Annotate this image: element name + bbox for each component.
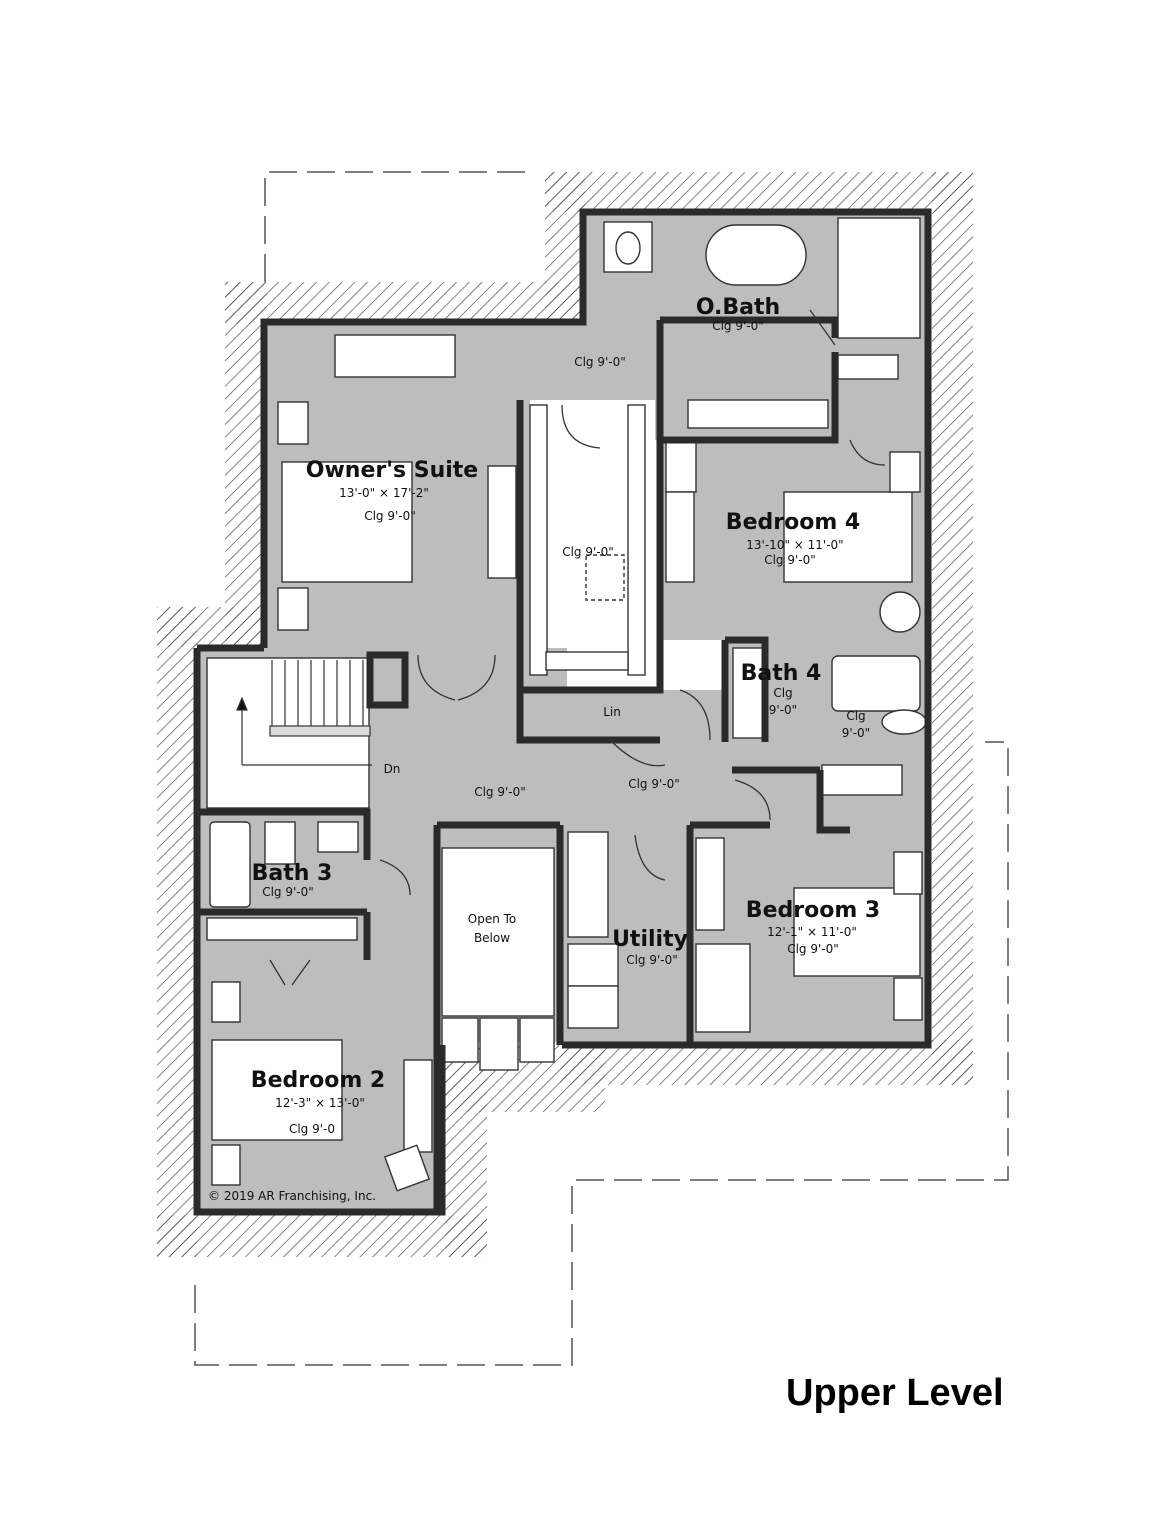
bath4-ceiling-b2: 9'-0" xyxy=(842,726,870,740)
linen-label: Lin xyxy=(603,705,621,719)
hall-center-ceiling: Clg 9'-0" xyxy=(474,785,526,799)
stair-label: Dn xyxy=(384,762,401,776)
owners-suite-name: Owner's Suite xyxy=(306,458,478,483)
room-labels: Owner's Suite 13'-0" × 17'-2" Clg 9'-0" … xyxy=(208,295,880,1203)
fixtures xyxy=(206,217,927,1192)
dashed-outlines xyxy=(194,171,1009,1366)
open-to-below-line1: Open To xyxy=(468,912,517,926)
hall-east-ceiling: Clg 9'-0" xyxy=(628,777,680,791)
bedroom4-ceiling: Clg 9'-0" xyxy=(764,553,816,567)
utility-name: Utility xyxy=(612,927,688,952)
stair xyxy=(236,660,372,766)
closet-ceiling: Clg 9'-0" xyxy=(562,545,614,559)
hall-north-ceiling: Clg 9'-0" xyxy=(574,355,626,369)
bath4-name: Bath 4 xyxy=(741,661,822,686)
obath-name: O.Bath xyxy=(696,295,780,320)
bath4-ceiling-b1: Clg xyxy=(846,709,865,723)
bedroom2-size: 12'-3" × 13'-0" xyxy=(275,1096,365,1110)
owners-suite-size: 13'-0" × 17'-2" xyxy=(339,486,429,500)
bedroom3-name: Bedroom 3 xyxy=(746,898,880,923)
level-title: Upper Level xyxy=(786,1372,1004,1414)
bath3-name: Bath 3 xyxy=(252,861,333,886)
bath4-ceiling-a2: 9'-0" xyxy=(769,703,797,717)
bedroom3-size: 12'-1" × 11'-0" xyxy=(767,925,857,939)
copyright-text: © 2019 AR Franchising, Inc. xyxy=(208,1189,376,1203)
bedroom2-ceiling: Clg 9'-0 xyxy=(289,1122,335,1136)
obath-ceiling: Clg 9'-0" xyxy=(712,319,764,333)
doors xyxy=(269,309,886,986)
bedroom4-size: 13'-10" × 11'-0" xyxy=(746,538,843,552)
bedroom3-ceiling: Clg 9'-0" xyxy=(787,942,839,956)
open-to-below-line2: Below xyxy=(474,931,510,945)
bath3-ceiling: Clg 9'-0" xyxy=(262,885,314,899)
bedroom2-name: Bedroom 2 xyxy=(251,1068,385,1093)
bedroom4-name: Bedroom 4 xyxy=(726,510,860,535)
exterior-hatch xyxy=(157,172,973,1257)
owners-suite-ceiling: Clg 9'-0" xyxy=(364,509,416,523)
walls xyxy=(193,208,932,1216)
bath4-ceiling-a1: Clg xyxy=(773,686,792,700)
utility-ceiling: Clg 9'-0" xyxy=(626,953,678,967)
